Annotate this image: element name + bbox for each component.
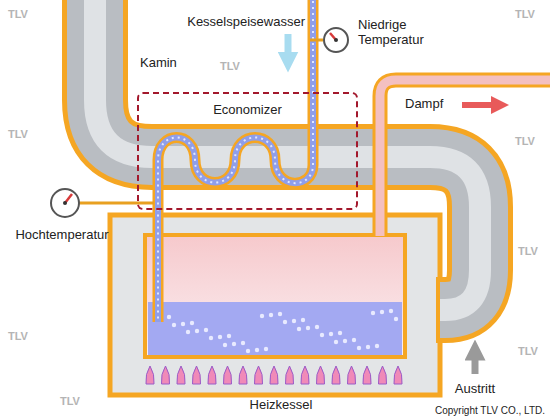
steam-pipe [380, 80, 550, 236]
watermark: TLV [515, 135, 535, 148]
boiler-box: Heizkessel [110, 215, 452, 415]
flame [285, 366, 293, 384]
bubble [260, 314, 264, 318]
bubble [334, 340, 338, 344]
exhaust-arrow [472, 350, 479, 374]
bubble [195, 329, 199, 333]
watermark: TLV [8, 128, 28, 141]
flame [270, 366, 278, 384]
flame [301, 366, 309, 384]
flame [146, 366, 154, 384]
steam-arrow [462, 102, 500, 108]
feedwater-pipe [158, 0, 313, 322]
bubble [204, 328, 208, 332]
node-label: Heizkessel [110, 397, 452, 412]
flame [363, 366, 371, 384]
flame [378, 366, 386, 384]
bubble [190, 321, 194, 325]
bubble [292, 319, 296, 323]
bubble [172, 323, 176, 327]
bubble [167, 315, 171, 319]
flame [394, 366, 402, 384]
bubble [375, 344, 379, 348]
copyright: Copyright TLV CO., LTD. [435, 405, 545, 417]
flame [239, 366, 247, 384]
bubble [227, 334, 231, 338]
bubble [232, 342, 236, 346]
bubble [255, 348, 259, 352]
feed-arrow [285, 34, 292, 62]
text-label: Dampf [405, 97, 443, 112]
watermark: TLV [60, 395, 80, 408]
bubble [241, 341, 245, 345]
bubble [352, 338, 356, 342]
economizer-box: Economizer [137, 92, 358, 210]
bubble [329, 332, 333, 336]
bubble [366, 345, 370, 349]
watermark: TLV [8, 330, 28, 343]
text-label: Kesselspeisewasser [187, 15, 305, 30]
bubble [209, 336, 213, 340]
bubble [264, 347, 268, 351]
text-label: Austritt [455, 382, 495, 397]
flame [208, 366, 216, 384]
watermark: TLV [518, 345, 538, 358]
flame [347, 366, 355, 384]
flame [254, 366, 262, 384]
flame [223, 366, 231, 384]
bubble [223, 343, 227, 347]
thermometer-low [310, 28, 348, 52]
flame [192, 366, 200, 384]
flame [316, 366, 324, 384]
bubble [306, 326, 310, 330]
watermark: TLV [8, 8, 28, 21]
bubble [394, 317, 398, 321]
bubble [357, 346, 361, 350]
bubble [371, 311, 375, 315]
bubble [389, 309, 393, 313]
text-label: Kamin [140, 56, 177, 71]
bubble [181, 322, 185, 326]
bubble [343, 339, 347, 343]
bubble [320, 333, 324, 337]
bubble [297, 327, 301, 331]
flame [332, 366, 340, 384]
text-label: Hochtemperatur [15, 228, 108, 243]
bubble [283, 320, 287, 324]
bubble [186, 330, 190, 334]
bubble [246, 349, 250, 353]
watermark: TLV [515, 8, 535, 21]
flame [161, 366, 169, 384]
bubble [218, 335, 222, 339]
bubble [278, 312, 282, 316]
bubble [269, 313, 273, 317]
bubble [380, 310, 384, 314]
node-label: Economizer [139, 102, 356, 117]
bubble [301, 318, 305, 322]
text-label: Niedrige Temperatur [358, 18, 438, 48]
bubble [338, 331, 342, 335]
bubble [315, 325, 319, 329]
watermark: TLV [220, 60, 240, 73]
watermark: TLV [518, 245, 538, 258]
flame [177, 366, 185, 384]
